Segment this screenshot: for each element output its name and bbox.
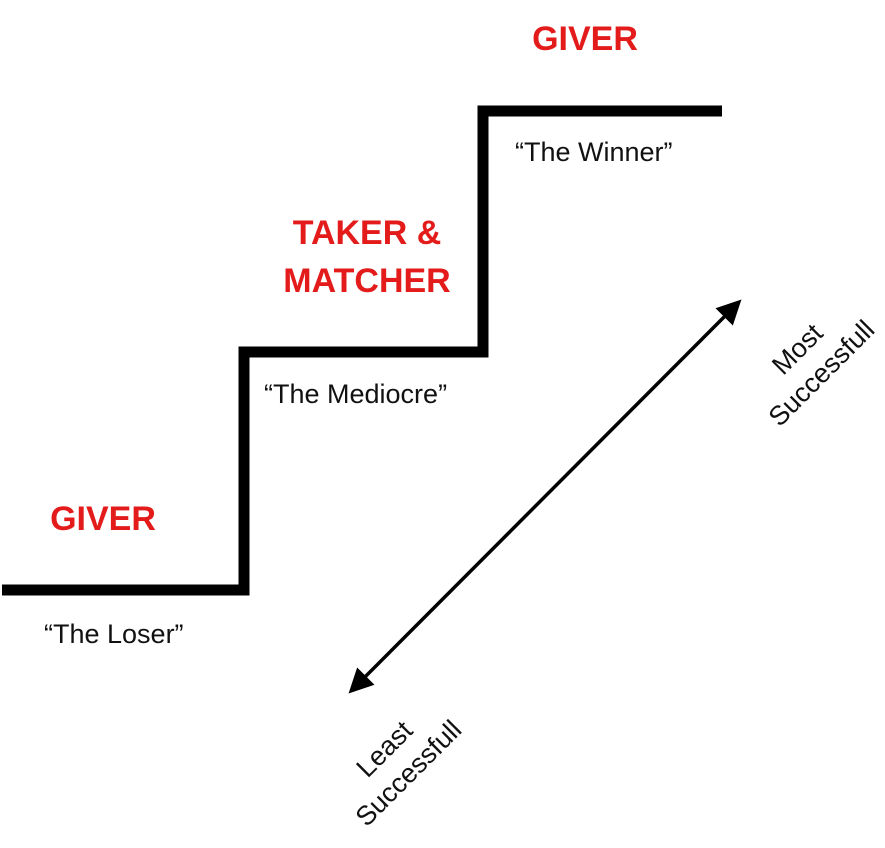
bottom-step-role: GIVER [50, 500, 156, 538]
middle-step-role-line1: TAKER & [292, 214, 442, 252]
top-step-role: GIVER [532, 20, 638, 58]
middle-step-nickname: “The Mediocre” [264, 379, 448, 409]
bottom-step-nickname: “The Loser” [44, 619, 184, 649]
top-step-nickname: “The Winner” [515, 137, 673, 167]
middle-step-role-line2: MATCHER [283, 262, 451, 300]
success-scale-arrow [348, 299, 742, 694]
